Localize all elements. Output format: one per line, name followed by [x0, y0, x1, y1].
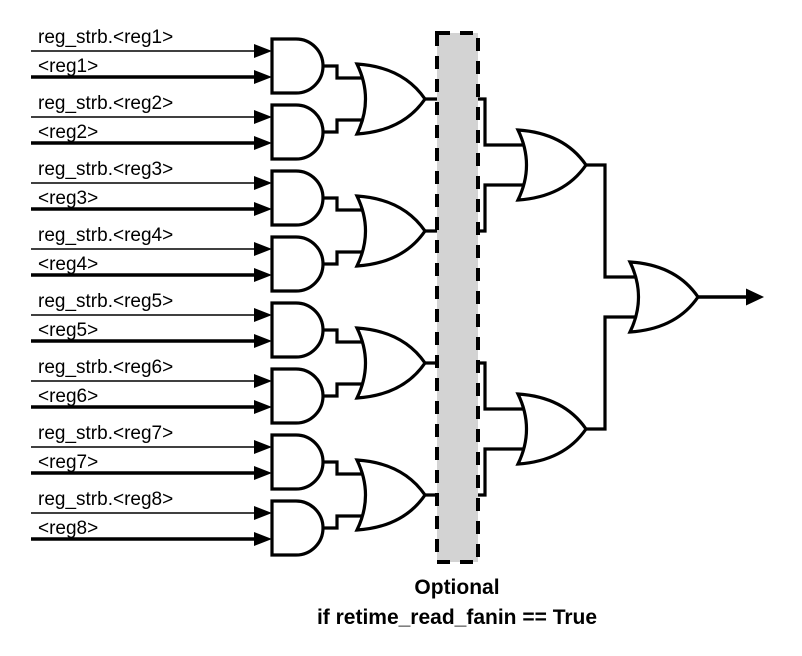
- and-gate-8: [270, 499, 325, 557]
- input-arrowhead-strobe-4: [254, 242, 272, 256]
- wire-and8-to-or4: [323, 514, 374, 530]
- input-label-value-3: <reg3>: [38, 188, 99, 209]
- input-label-value-8: <reg8>: [38, 518, 99, 539]
- input-label-strobe-6: reg_strb.<reg6>: [38, 357, 174, 378]
- wire-and4-to-or2: [323, 250, 374, 266]
- input-arrowhead-value-1: [254, 70, 272, 84]
- input-label-strobe-7: reg_strb.<reg7>: [38, 423, 174, 444]
- and-gate-7: [270, 433, 325, 491]
- input-label-value-7: <reg7>: [38, 452, 99, 473]
- output-arrowhead: [746, 288, 764, 306]
- and-gate-5: [270, 301, 325, 359]
- input-arrowhead-strobe-1: [254, 44, 272, 58]
- wire-or3-2-to-final: [585, 315, 646, 431]
- input-label-value-1: <reg1>: [38, 56, 99, 77]
- wire-and1-to-or1: [323, 64, 374, 80]
- input-label-strobe-2: reg_strb.<reg2>: [38, 93, 174, 114]
- input-arrowhead-value-4: [254, 268, 272, 282]
- wire-and3-to-or2: [323, 196, 374, 212]
- input-label-value-4: <reg4>: [38, 254, 99, 275]
- input-arrowhead-value-2: [254, 136, 272, 150]
- wires: [31, 50, 746, 541]
- and-gate-3: [270, 169, 325, 227]
- input-label-value-6: <reg6>: [38, 386, 99, 407]
- caption-line-optional: Optional: [414, 576, 500, 599]
- or-gate-stage2-4: [354, 458, 427, 532]
- caption-line-condition: if retime_read_fanin == True: [316, 606, 598, 629]
- input-label-strobe-8: reg_strb.<reg8>: [38, 489, 174, 510]
- and-gate-6: [270, 367, 325, 425]
- gates: [270, 37, 700, 557]
- input-arrowhead-strobe-2: [254, 110, 272, 124]
- input-arrowhead-strobe-3: [254, 176, 272, 190]
- input-arrowhead-strobe-8: [254, 506, 272, 520]
- input-label-value-5: <reg5>: [38, 320, 99, 341]
- input-label-strobe-4: reg_strb.<reg4>: [38, 225, 174, 246]
- and-gate-4: [270, 235, 325, 293]
- input-label-strobe-3: reg_strb.<reg3>: [38, 159, 174, 180]
- input-arrowhead-value-8: [254, 532, 272, 546]
- final-or-gate: [627, 260, 700, 334]
- input-arrowhead-strobe-7: [254, 440, 272, 454]
- wire-and6-to-or3: [323, 382, 374, 398]
- or-gate-stage2-2: [354, 194, 427, 268]
- or-gate-stage3-1: [515, 128, 588, 202]
- optional-caption: Optional if retime_read_fanin == True: [317, 573, 597, 633]
- wire-and7-to-or4: [323, 460, 374, 476]
- or-gate-stage3-2: [515, 392, 588, 466]
- input-arrowhead-value-5: [254, 334, 272, 348]
- input-arrowhead-value-6: [254, 400, 272, 414]
- arrowheads: [254, 44, 764, 546]
- or-gate-stage2-3: [354, 326, 427, 400]
- wire-and5-to-or3: [323, 328, 374, 344]
- input-arrowhead-value-7: [254, 466, 272, 480]
- and-gate-2: [270, 103, 325, 161]
- optional-retime-band: [435, 31, 480, 564]
- input-arrowhead-strobe-5: [254, 308, 272, 322]
- input-label-strobe-5: reg_strb.<reg5>: [38, 291, 174, 312]
- wire-or3-1-to-final: [585, 163, 646, 279]
- input-arrowhead-value-3: [254, 202, 272, 216]
- or-gate-stage2-1: [354, 62, 427, 136]
- and-gate-1: [270, 37, 325, 95]
- input-label-value-2: <reg2>: [38, 122, 99, 143]
- wire-and2-to-or1: [323, 118, 374, 134]
- input-label-strobe-1: reg_strb.<reg1>: [38, 27, 174, 48]
- input-arrowhead-strobe-6: [254, 374, 272, 388]
